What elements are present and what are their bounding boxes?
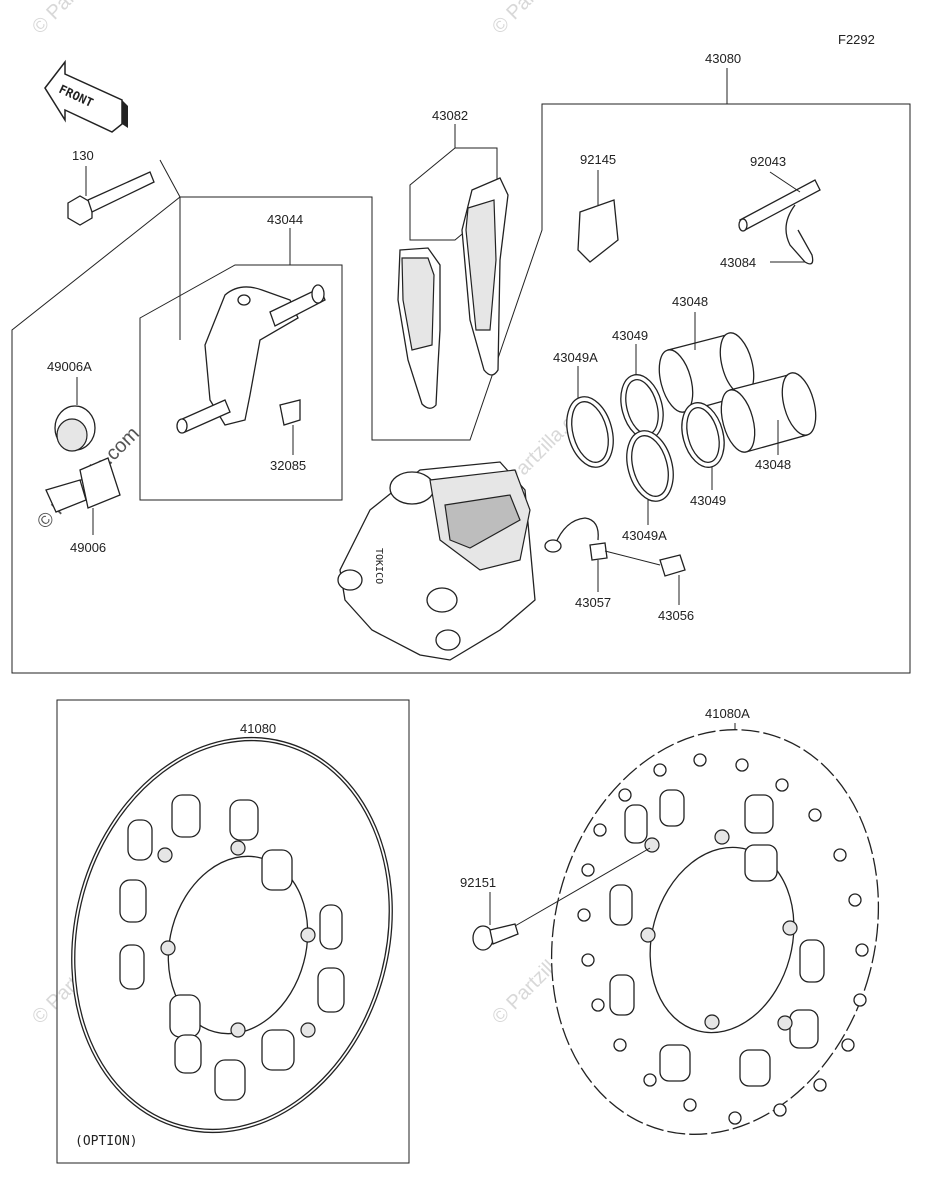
seal-43049A-upper [566, 366, 614, 468]
front-arrow-icon: FRONT [44, 59, 128, 133]
label-43057: 43057 [575, 595, 611, 610]
label-43044: 43044 [267, 212, 303, 227]
bushing-49006 [45, 457, 121, 535]
disc-bolt-92151 [472, 847, 651, 951]
pad-spring-32085 [279, 399, 301, 455]
diagram-code: F2292 [838, 32, 875, 47]
disc-41080-vents [119, 794, 345, 1101]
label-43049-upper: 43049 [612, 328, 648, 343]
option-label: (OPTION) [75, 1134, 138, 1149]
pad-pin-92043 [738, 171, 821, 232]
label-43049-lower: 43049 [690, 493, 726, 508]
bracket-box [139, 264, 343, 501]
caliper-brand-marking: TOKICO [373, 548, 384, 584]
caliper-body: TOKICO [337, 461, 536, 661]
label-43049A-lower: 43049A [622, 528, 667, 543]
pad-spring-92145 [577, 170, 619, 263]
label-130: 130 [72, 148, 94, 163]
bolt-130 [67, 166, 155, 226]
label-43084: 43084 [720, 255, 756, 270]
label-92151: 92151 [460, 875, 496, 890]
seal-43049-lower [681, 402, 725, 490]
label-43049A-upper: 43049A [553, 350, 598, 365]
bleeder-cap-43057 [544, 517, 608, 592]
pin-clip-43084 [770, 204, 814, 265]
label-43082: 43082 [432, 108, 468, 123]
label-92043: 92043 [750, 154, 786, 169]
bushing-49006A [54, 377, 96, 452]
label-92145: 92145 [580, 152, 616, 167]
label-43056: 43056 [658, 608, 694, 623]
label-41080A: 41080A [705, 706, 750, 721]
label-41080: 41080 [240, 721, 276, 736]
bleeder-valve-43056 [604, 550, 686, 605]
brake-pads [397, 177, 509, 409]
disc-41080A-holes [577, 753, 869, 1125]
caliper-bracket [176, 284, 326, 434]
option-disc-box [56, 699, 410, 1164]
watermark-1: © Partzilla.com [28, 0, 139, 39]
label-43048-upper: 43048 [672, 294, 708, 309]
piston-43048-lower [720, 372, 817, 455]
caliper-assembly-box [11, 103, 911, 674]
disc-41080A-vents [609, 789, 825, 1087]
brake-disc-41080A [550, 729, 880, 1135]
watermark-2: © Partzilla.com [488, 0, 599, 39]
label-49006A: 49006A [47, 359, 92, 374]
label-49006: 49006 [70, 540, 106, 555]
seal-43049A-lower [626, 430, 674, 525]
label-32085: 32085 [270, 458, 306, 473]
label-43048-lower: 43048 [755, 457, 791, 472]
brake-disc-41080 [71, 736, 393, 1134]
label-43080: 43080 [705, 51, 741, 66]
